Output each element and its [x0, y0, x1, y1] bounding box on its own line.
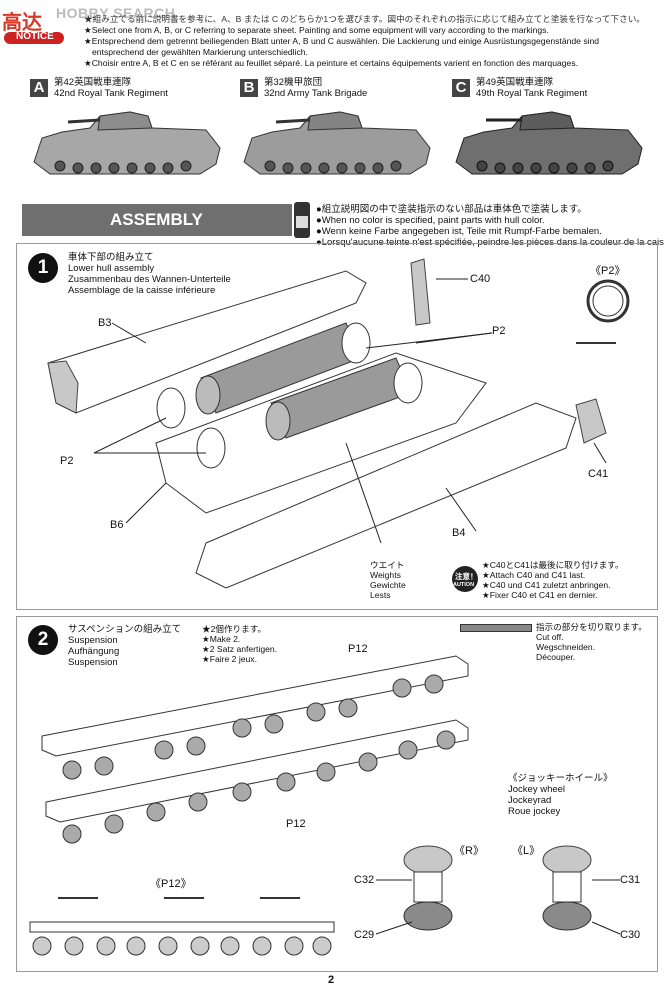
- step1-diagram: [47, 258, 630, 589]
- label-p2-left: P2: [60, 455, 74, 467]
- caution-line-2: ★Attach C40 and C41 last.: [482, 570, 586, 580]
- version-c-jp: 第49英国戦車連隊: [476, 77, 554, 88]
- version-a-jp: 第42英国戦車連隊: [54, 77, 132, 88]
- assembly-text: ●組立説明図の中で塗装指示のない部品は車体色で塗装します。 ●When no c…: [316, 204, 664, 248]
- label-l: 《L》: [512, 845, 541, 857]
- step2-jp: サスペンションの組み立て: [68, 624, 182, 635]
- label-p2-detail: 《P2》: [590, 265, 626, 277]
- version-c-en: 49th Royal Tank Regiment: [476, 88, 588, 99]
- caution-line-4: ★Fixer C40 et C41 en dernier.: [482, 590, 598, 600]
- cut-line-2: Cut off.: [536, 632, 564, 642]
- weights-label: ウエイト Weights Gewichte Lests: [370, 560, 406, 600]
- weights-de: Gewichte: [370, 580, 406, 590]
- make-line-3: ★2 Satz anfertigen.: [202, 644, 278, 654]
- tank-c-illustration: [455, 111, 643, 175]
- assembly-line-3: ●Wenn keine Farbe angegeben ist, Teile m…: [316, 226, 602, 237]
- step1-number: 1: [28, 253, 58, 283]
- version-letter-a: A: [30, 79, 48, 97]
- paint-bottle-label: [296, 216, 308, 228]
- notice-line-5: ★Choisir entre A, B et C en se référant …: [84, 58, 579, 68]
- caution-badge-jp: 注意！: [455, 572, 478, 581]
- tank-b-illustration: [243, 111, 431, 175]
- label-c40: C40: [470, 273, 491, 285]
- label-c41: C41: [588, 468, 609, 480]
- step2-fr: Suspension: [68, 657, 118, 668]
- step1-en: Lower hull assembly: [68, 263, 155, 274]
- assembly-line-4: ●Lorsqu'aucune teinte n'est spécifiée, p…: [316, 237, 664, 248]
- step1-panel: [16, 243, 658, 610]
- make-line-4: ★Faire 2 jeux.: [202, 654, 257, 664]
- watermark-logo: 高达 NOTICE: [2, 2, 82, 44]
- step2-number: 2: [28, 625, 58, 655]
- notice-line-2: ★Select one from A, B, or C referring to…: [84, 25, 549, 35]
- cut-off-note: 指示の部分を切り取ります。 Cut off. Wegschneiden. Déc…: [536, 622, 647, 662]
- label-p12-bottom: P12: [286, 818, 306, 830]
- page-number: 2: [328, 974, 335, 986]
- jockey-fr: Roue jockey: [508, 806, 561, 817]
- label-c32: C32: [354, 874, 375, 886]
- notice-line-1: ★組み立てる前に説明書を参考に、A、B または C のどちらか1つを選びます。図…: [84, 14, 645, 24]
- step1-title: 車体下部の組み立て Lower hull assembly Zusammenba…: [68, 252, 231, 296]
- caution-line-1: ★C40とC41は最後に取り付けます。: [482, 560, 624, 570]
- step2-title: サスペンションの組み立て Suspension Aufhängung Suspe…: [68, 624, 181, 668]
- cut-line-3: Wegschneiden.: [536, 642, 596, 652]
- step2-de: Aufhängung: [68, 646, 120, 657]
- jockey-jp: 《ジョッキーホイール》: [508, 773, 613, 784]
- notice-badge-text: NOTICE: [16, 31, 54, 42]
- version-letter-c: C: [452, 79, 470, 97]
- label-p2-top: P2: [492, 325, 506, 337]
- step1-de: Zusammenbau des Wannen-Unterteile: [68, 274, 231, 285]
- version-b: B 第32機甲旅団 32nd Army Tank Brigade: [240, 76, 440, 186]
- jockey-en: Jockey wheel: [508, 784, 566, 795]
- version-letter-b: B: [240, 79, 258, 97]
- label-c30: C30: [620, 929, 641, 941]
- version-b-jp: 第32機甲旅団: [264, 77, 323, 88]
- watermark-logo-text: 高达: [2, 12, 42, 34]
- cut-line-1: 指示の部分を切り取ります。: [536, 622, 647, 632]
- cut-line-4: Découper.: [536, 652, 576, 662]
- label-b4: B4: [452, 527, 466, 539]
- notice-line-4: entsprechend der gewählten Markierung un…: [92, 47, 308, 57]
- notice-badge: [4, 32, 64, 44]
- assembly-title: ASSEMBLY: [110, 210, 203, 229]
- label-c31: C31: [620, 874, 641, 886]
- watermark-site: HOBBY SEARCH: [56, 5, 176, 21]
- label-p12-top: P12: [348, 643, 368, 655]
- jockey-de: Jockeyrad: [508, 795, 552, 806]
- version-a-en: 42nd Royal Tank Regiment: [54, 88, 168, 99]
- assembly-line-2: ●When no color is specified, paint parts…: [316, 215, 545, 226]
- weights-en: Weights: [370, 570, 401, 580]
- weights-fr: Lests: [370, 590, 391, 600]
- jockey-wheel-label: 《ジョッキーホイール》 Jockey wheel Jockeyrad Roue …: [508, 773, 613, 817]
- version-a: A 第42英国戦車連隊 42nd Royal Tank Regiment: [30, 76, 230, 186]
- cut-off-icon: [460, 624, 532, 632]
- version-c: C 第49英国戦車連隊 49th Royal Tank Regiment: [452, 76, 652, 186]
- make-two-note: ★2個作ります。 ★Make 2. ★2 Satz anfertigen. ★F…: [202, 624, 277, 664]
- caution-text: ★C40とC41は最後に取り付けます。 ★Attach C40 and C41 …: [482, 560, 624, 600]
- label-b6: B6: [110, 519, 124, 531]
- step2-en: Suspension: [68, 635, 118, 646]
- label-b3: B3: [98, 317, 112, 329]
- tank-a-illustration: [33, 111, 221, 175]
- label-p12-detail: 《P12》: [150, 878, 192, 890]
- caution-badge-en: CAUTION: [449, 582, 475, 588]
- label-c29: C29: [354, 929, 375, 941]
- version-b-en: 32nd Army Tank Brigade: [264, 88, 368, 99]
- step1-fr: Assemblage de la caisse inférieure: [68, 285, 216, 296]
- assembly-header-bar: [22, 204, 292, 236]
- step1-jp: 車体下部の組み立て: [68, 252, 154, 263]
- step2-diagram: [29, 655, 621, 956]
- make-line-1: ★2個作ります。: [202, 624, 267, 634]
- notice-text: ★組み立てる前に説明書を参考に、A、B または C のどちらか1つを選びます。図…: [84, 14, 645, 69]
- assembly-line-1: ●組立説明図の中で塗装指示のない部品は車体色で塗装します。: [316, 204, 587, 215]
- step2-panel: [16, 616, 658, 972]
- notice-line-3: ★Entsprechend dem getrennt beiliegenden …: [84, 36, 600, 46]
- caution-badge: [452, 566, 478, 592]
- make-line-2: ★Make 2.: [202, 634, 241, 644]
- label-r: 《R》: [454, 845, 484, 857]
- weights-jp: ウエイト: [370, 560, 405, 570]
- caution-line-3: ★C40 und C41 zuletzt anbringen.: [482, 580, 611, 590]
